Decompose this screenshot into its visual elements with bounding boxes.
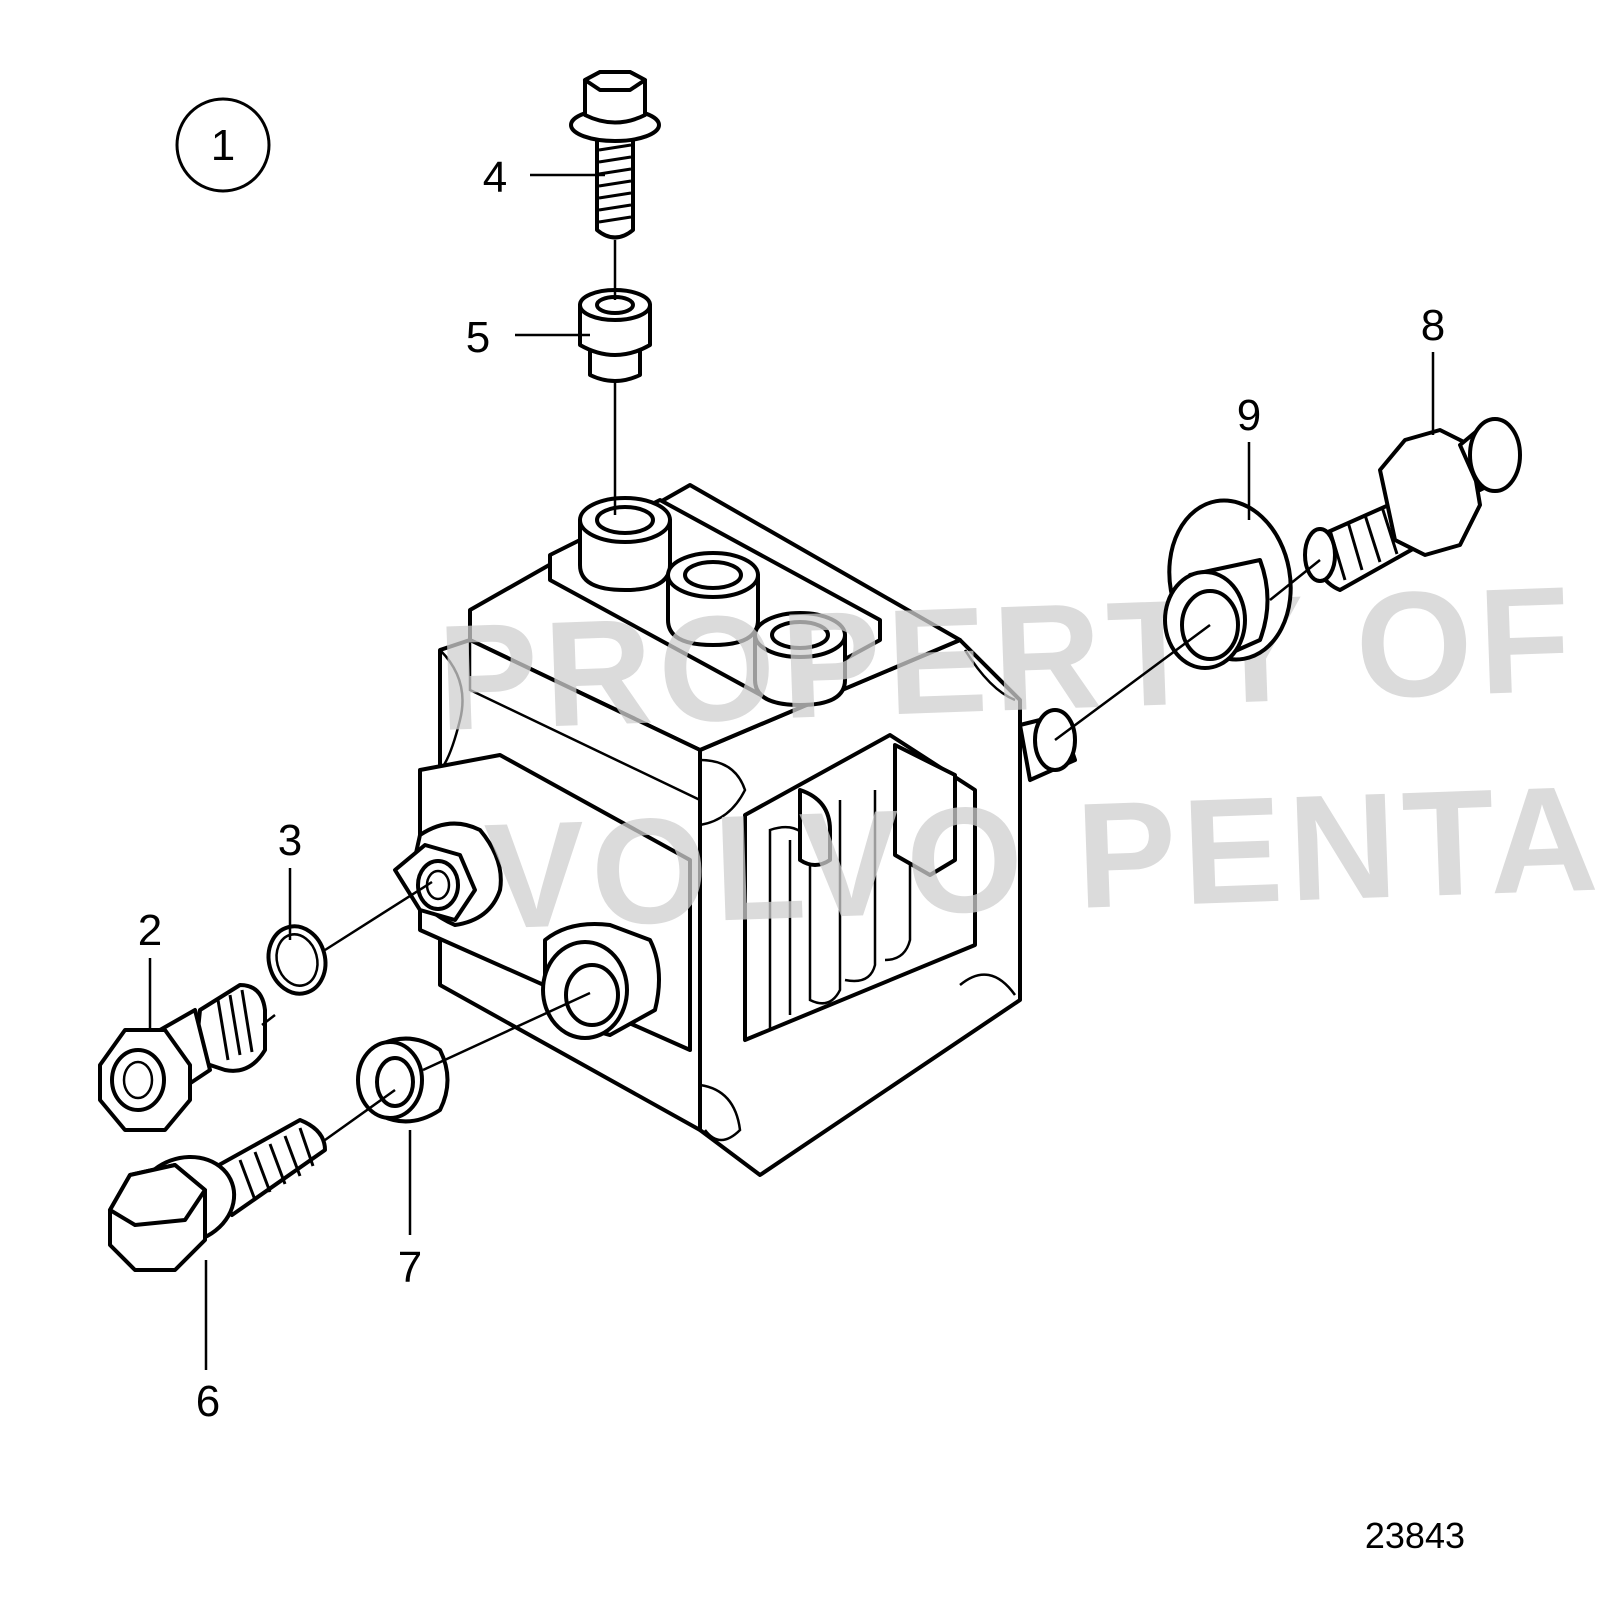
part-8-hex-bolt [1303, 417, 1522, 592]
part-2-banjo-bolt [98, 983, 267, 1132]
group-marker-label: 1 [211, 121, 235, 170]
front-sleeve-port [541, 922, 661, 1040]
watermark: PROPERTY OF VOLVO PENTA [435, 554, 1600, 961]
top-port-2 [666, 551, 760, 647]
callout-8: 8 [1421, 301, 1445, 350]
part-4-flange-bolt [569, 70, 661, 240]
callout-3: 3 [278, 816, 302, 865]
part-3-o-ring [266, 924, 328, 996]
top-port-1 [578, 496, 672, 592]
manifold-block [393, 483, 1077, 1177]
watermark-line-1: PROPERTY OF [435, 554, 1579, 762]
leader-lines [148, 173, 1435, 1370]
part-5-spacer-sleeve [578, 288, 652, 383]
callout-5: 5 [466, 313, 490, 362]
group-marker: 1 [175, 97, 271, 193]
callout-4: 4 [483, 153, 507, 202]
callout-numbers: 2 3 4 5 6 7 8 9 [138, 153, 1445, 1426]
part-6-flange-bolt [108, 1118, 327, 1272]
figure-number: 23843 [1365, 1515, 1465, 1556]
watermark-line-2: VOLVO PENTA [482, 754, 1600, 961]
callout-9: 9 [1237, 391, 1261, 440]
front-hex-port [393, 821, 503, 927]
callout-7: 7 [398, 1243, 422, 1292]
callout-6: 6 [196, 1377, 220, 1426]
callout-2: 2 [138, 906, 162, 955]
top-port-3 [753, 611, 847, 707]
right-spigot [1018, 708, 1077, 782]
part-7-ring [356, 1036, 450, 1124]
